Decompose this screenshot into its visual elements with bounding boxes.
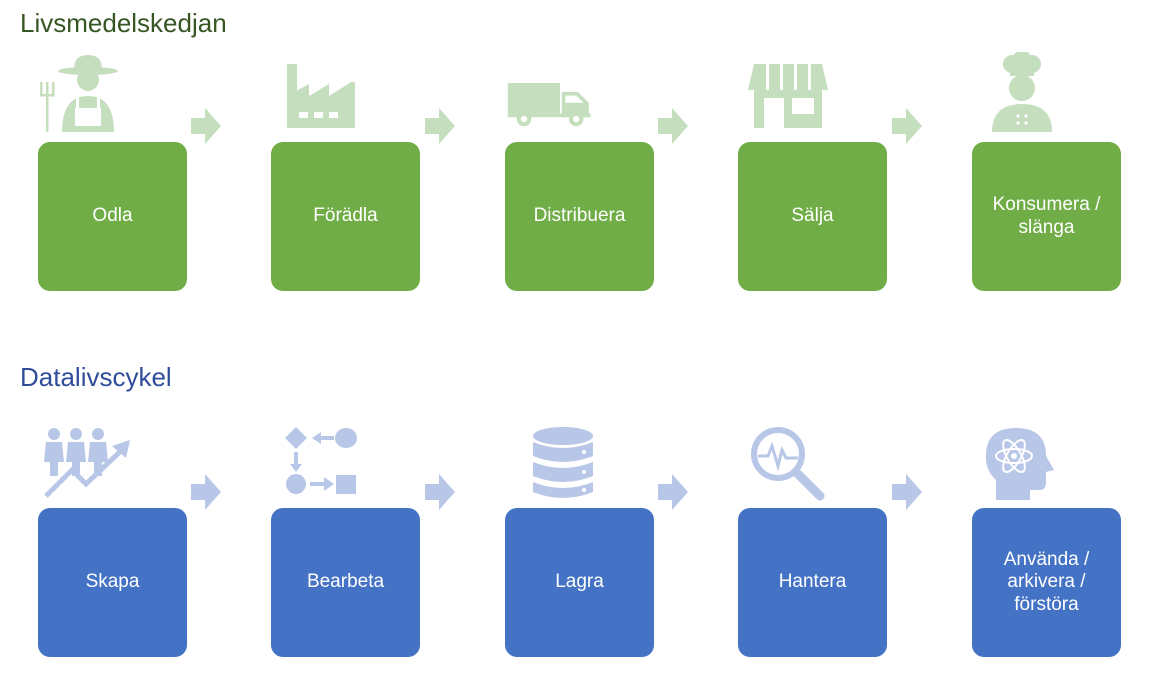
data-arrow-2 xyxy=(425,474,455,510)
food-step-odla: Odla xyxy=(38,142,187,291)
data-lifecycle-title: Datalivscykel xyxy=(20,362,172,392)
food-arrow-4 xyxy=(892,108,922,144)
food-arrow-3 xyxy=(658,108,688,144)
analytics-magnifier-icon xyxy=(751,427,825,501)
farmer-icon xyxy=(40,55,118,132)
data-step-lagra: Lagra xyxy=(505,508,654,657)
data-arrow-1 xyxy=(191,474,221,510)
chef-icon xyxy=(992,52,1052,132)
truck-icon xyxy=(507,83,591,127)
food-chain-title: Livsmedelskedjan xyxy=(20,8,227,38)
data-arrow-4 xyxy=(892,474,922,510)
data-step-bearbeta: Bearbeta xyxy=(271,508,420,657)
data-step-anvanda: Använda / arkivera / förstöra xyxy=(972,508,1121,657)
food-step-distribuera: Distribuera xyxy=(505,142,654,291)
food-step-konsumera: Konsumera / slänga xyxy=(972,142,1121,291)
database-icon xyxy=(533,427,593,498)
food-arrow-2 xyxy=(425,108,455,144)
people-growth-icon xyxy=(44,428,130,498)
store-icon xyxy=(748,64,828,128)
food-step-foradla: Förädla xyxy=(271,142,420,291)
food-step-salja: Sälja xyxy=(738,142,887,291)
data-arrow-3 xyxy=(658,474,688,510)
factory-icon xyxy=(287,64,355,128)
head-atom-icon xyxy=(985,428,1054,500)
food-arrow-1 xyxy=(191,108,221,144)
data-step-hantera: Hantera xyxy=(738,508,887,657)
process-flow-icon xyxy=(285,427,357,494)
data-step-skapa: Skapa xyxy=(38,508,187,657)
